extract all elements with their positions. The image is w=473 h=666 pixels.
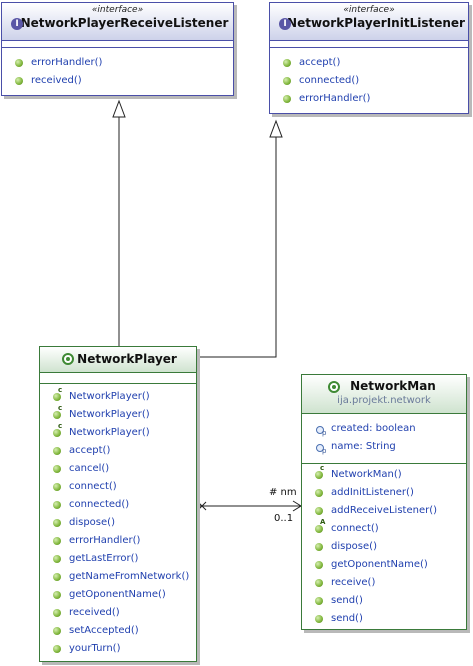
method-item[interactable]: setAccepted()	[40, 622, 196, 640]
method-list: accept() connected() errorHandler()	[270, 48, 468, 108]
method-item[interactable]: yourTurn()	[40, 640, 196, 658]
method-list: NetworkMan() addInitListener() addReceiv…	[302, 464, 466, 628]
public-method-icon	[315, 507, 323, 515]
constructor-icon	[53, 404, 62, 419]
public-method-icon	[53, 483, 61, 491]
constructor-icon	[53, 422, 62, 437]
constructor-item[interactable]: NetworkMan()	[302, 464, 466, 484]
interface-header: I «interface» NetworkPlayerInitListener	[270, 3, 468, 41]
method-item[interactable]: getOponentName()	[40, 586, 196, 604]
public-method-icon	[53, 627, 61, 635]
public-method-icon	[53, 447, 61, 455]
constructor-item[interactable]: NetworkPlayer()	[40, 422, 196, 442]
interface-network-player-init-listener[interactable]: I «interface» NetworkPlayerInitListener …	[269, 2, 469, 114]
class-icon	[62, 353, 74, 365]
public-method-icon	[315, 561, 323, 569]
field-item[interactable]: created: boolean	[302, 420, 466, 438]
method-item[interactable]: getOponentName()	[302, 556, 466, 574]
constructor-item[interactable]: NetworkPlayer()	[40, 404, 196, 424]
interface-icon: I	[11, 18, 23, 30]
interface-name: NetworkPlayerInitListener	[287, 16, 465, 30]
method-item[interactable]: connect()	[40, 478, 196, 496]
association-role-label: # nm	[269, 487, 297, 498]
compartment-divider	[2, 47, 233, 48]
public-method-icon	[53, 573, 61, 581]
method-item[interactable]: addReceiveListener()	[302, 502, 466, 520]
class-icon	[328, 381, 340, 393]
realization-line-init	[197, 137, 277, 358]
method-item[interactable]: cancel()	[40, 460, 196, 478]
method-list: errorHandler() received()	[2, 48, 233, 90]
interface-icon: I	[279, 18, 291, 30]
method-item[interactable]: received()	[40, 604, 196, 622]
compartment-divider	[302, 463, 466, 464]
compartment-divider	[40, 383, 196, 384]
class-header: NetworkPlayer	[40, 347, 196, 373]
method-item[interactable]: accept()	[40, 442, 196, 460]
field-list: created: boolean name: String	[302, 414, 466, 456]
method-item[interactable]: send()	[302, 610, 466, 628]
abstract-method-item[interactable]: connect()	[302, 518, 466, 538]
public-method-icon	[283, 59, 291, 67]
public-method-icon	[53, 501, 61, 509]
package-name: ija.projekt.network	[337, 395, 431, 406]
constructor-icon	[315, 464, 324, 479]
method-item[interactable]: errorHandler()	[270, 90, 468, 108]
abstract-method-icon	[315, 518, 325, 533]
realization-arrowhead-init	[269, 119, 283, 138]
method-item[interactable]: getLastError()	[40, 550, 196, 568]
navigability-x-b	[197, 501, 207, 511]
public-method-icon	[315, 615, 323, 623]
protected-field-icon	[316, 426, 326, 437]
method-item[interactable]: errorHandler()	[40, 532, 196, 550]
public-method-icon	[53, 645, 61, 653]
method-item[interactable]: receive()	[302, 574, 466, 592]
public-method-icon	[15, 77, 23, 85]
public-method-icon	[53, 555, 61, 563]
interface-network-player-receive-listener[interactable]: I «interface» NetworkPlayerReceiveListen…	[1, 2, 234, 96]
public-method-icon	[53, 591, 61, 599]
method-item[interactable]: dispose()	[40, 514, 196, 532]
field-item[interactable]: name: String	[302, 438, 466, 456]
public-method-icon	[315, 579, 323, 587]
public-method-icon	[53, 609, 61, 617]
association-multiplicity-label: 0..1	[274, 513, 294, 524]
interface-header: I «interface» NetworkPlayerReceiveListen…	[2, 3, 233, 41]
public-method-icon	[15, 59, 23, 67]
interface-name: NetworkPlayerReceiveListener	[20, 16, 229, 30]
method-item[interactable]: dispose()	[302, 538, 466, 556]
method-item[interactable]: connected()	[270, 72, 468, 90]
public-method-icon	[53, 519, 61, 527]
method-item[interactable]: connected()	[40, 496, 196, 514]
method-item[interactable]: accept()	[270, 54, 468, 72]
method-item[interactable]: getNameFromNetwork()	[40, 568, 196, 586]
public-method-icon	[315, 543, 323, 551]
method-item[interactable]: received()	[2, 72, 233, 90]
realization-arrowhead-receive	[112, 99, 126, 118]
protected-field-icon	[316, 444, 326, 455]
class-network-player[interactable]: NetworkPlayer NetworkPlayer() NetworkPla…	[39, 346, 197, 662]
public-method-icon	[315, 597, 323, 605]
class-name: NetworkMan	[350, 379, 436, 393]
stereotype-label: «interface»	[343, 5, 395, 15]
public-method-icon	[283, 95, 291, 103]
method-list: NetworkPlayer() NetworkPlayer() NetworkP…	[40, 384, 196, 658]
compartment-divider	[270, 47, 468, 48]
class-header: NetworkMan ija.projekt.network	[302, 375, 466, 414]
class-name: NetworkPlayer	[77, 352, 177, 366]
constructor-item[interactable]: NetworkPlayer()	[40, 386, 196, 406]
public-method-icon	[53, 537, 61, 545]
public-method-icon	[315, 489, 323, 497]
class-network-man[interactable]: NetworkMan ija.projekt.network created: …	[301, 374, 467, 630]
constructor-icon	[53, 386, 62, 401]
public-method-icon	[283, 77, 291, 85]
method-item[interactable]: addInitListener()	[302, 484, 466, 502]
method-item[interactable]: errorHandler()	[2, 54, 233, 72]
public-method-icon	[53, 465, 61, 473]
method-item[interactable]: send()	[302, 592, 466, 610]
stereotype-label: «interface»	[91, 5, 144, 15]
